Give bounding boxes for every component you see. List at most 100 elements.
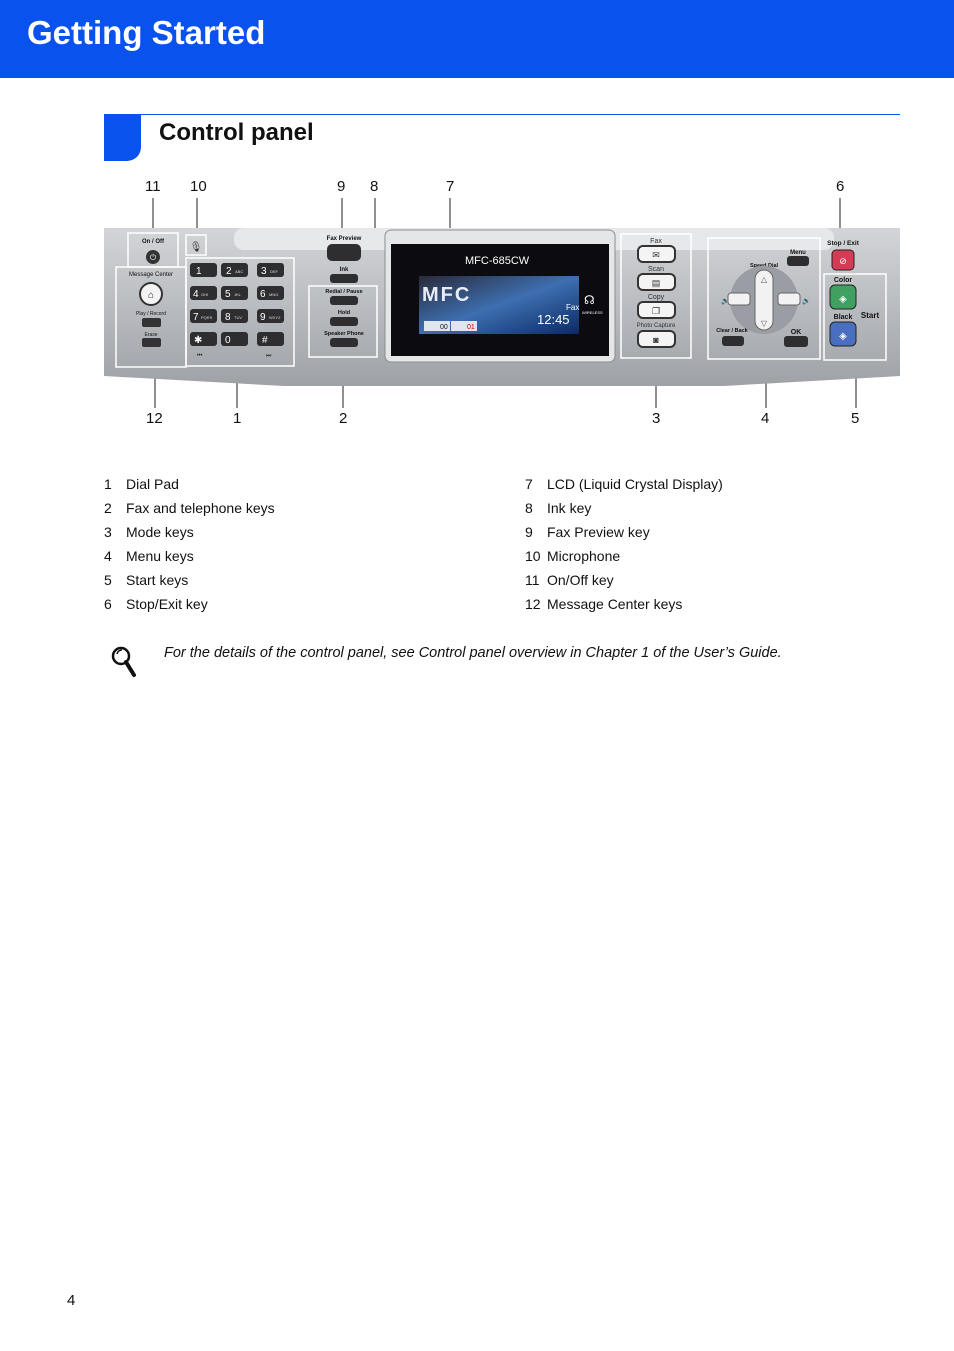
dial-key-3[interactable]	[257, 263, 284, 277]
dial-key-6[interactable]	[257, 286, 284, 300]
legend-item: 10 Microphone	[525, 544, 723, 568]
nav-up-down-key[interactable]	[754, 269, 774, 331]
speaker-phone-label: Speaker Phone	[324, 331, 364, 337]
dial-key-2[interactable]	[221, 263, 248, 277]
message-key-1[interactable]	[142, 318, 161, 327]
wireless-icon: ☊	[584, 293, 595, 307]
erase-label: Erase	[144, 332, 157, 338]
nav-left-key[interactable]	[727, 292, 751, 306]
on-off-label: On / Off	[142, 239, 165, 245]
scan-mode-button[interactable]	[637, 273, 676, 291]
dial-key-4[interactable]	[190, 286, 217, 300]
lcd-counter-2-box	[451, 321, 477, 331]
stop-exit-label: Stop / Exit	[827, 240, 860, 247]
dial-pad-frame	[185, 257, 295, 367]
dial-key-digit: 5	[225, 289, 231, 300]
color-start-icon: ◈	[839, 294, 847, 305]
copy-mode-button[interactable]	[637, 301, 676, 319]
legend-label: Fax Preview key	[547, 524, 650, 540]
callout-6: 6	[836, 178, 845, 195]
lcd-wireless: WIRELESS	[582, 310, 603, 315]
callout-2: 2	[339, 410, 348, 427]
menu-button[interactable]	[787, 256, 809, 266]
start-keys-frame	[823, 273, 887, 361]
dial-key-5[interactable]	[221, 286, 248, 300]
legend-label: Ink key	[547, 500, 592, 516]
legend-number: 9	[525, 524, 533, 540]
ok-button[interactable]	[784, 336, 808, 347]
rewind-icon: ⏮	[197, 353, 203, 359]
callout-9: 9	[337, 178, 346, 195]
dial-key-letters: DEF	[270, 269, 279, 274]
legend-number: 6	[104, 596, 112, 612]
page-number: 4	[67, 1292, 76, 1309]
dial-key-digit: ✱	[194, 335, 202, 346]
dial-key-digit: 7	[193, 312, 199, 323]
dial-key-digit: #	[262, 335, 268, 346]
callout-8: 8	[370, 178, 379, 195]
mode-keys-frame	[620, 233, 692, 359]
legend-number: 10	[525, 548, 541, 564]
speed-dial-label: Speed Dial	[750, 263, 779, 269]
dial-key-9[interactable]	[257, 309, 284, 323]
dial-key-hash[interactable]	[257, 332, 284, 346]
black-start-button[interactable]	[829, 321, 857, 347]
section-title: Control panel	[159, 119, 314, 146]
dial-key-letters: GHI	[201, 292, 208, 297]
lcd-brand: MFC	[422, 284, 471, 306]
color-start-button[interactable]	[829, 284, 857, 310]
microphone-icon: 🎙	[190, 241, 203, 253]
dial-key-8[interactable]	[221, 309, 248, 323]
mode-photo-label: Photo Capture	[637, 323, 676, 329]
lcd-fax-label: Fax	[566, 303, 579, 312]
dial-key-letters: ABC	[235, 269, 243, 274]
speaker-phone-button[interactable]	[330, 338, 358, 347]
legend-item: 9 Fax Preview key	[525, 520, 723, 544]
clear-back-button[interactable]	[722, 336, 744, 346]
callout-7: 7	[446, 178, 455, 195]
up-arrow-icon: △	[761, 275, 768, 284]
fax-preview-button[interactable]	[327, 244, 361, 261]
fax-icon: ✉	[652, 250, 660, 260]
dial-key-digit: 9	[260, 312, 266, 323]
callout-11: 11	[145, 178, 161, 195]
legend-label: Stop/Exit key	[126, 596, 208, 612]
lcd-counter-1-box	[424, 321, 450, 331]
hold-button[interactable]	[330, 317, 358, 326]
fax-mode-button[interactable]	[637, 245, 676, 263]
header-title: Getting Started	[27, 14, 266, 51]
lcd-counter-1: 00	[440, 324, 448, 331]
page-header: Getting Started	[0, 0, 954, 78]
ink-button[interactable]	[330, 274, 358, 283]
dial-key-7[interactable]	[190, 309, 217, 323]
mode-copy-label: Copy	[648, 294, 665, 301]
copy-icon: ❐	[652, 306, 660, 316]
callout-3: 3	[652, 410, 661, 427]
play-record-label: Play / Record	[136, 311, 166, 317]
play-record-button[interactable]	[139, 282, 163, 306]
dial-key-star[interactable]	[190, 332, 217, 346]
callout-1: 1	[233, 410, 242, 427]
section-rule	[104, 114, 900, 115]
on-off-button[interactable]	[146, 250, 160, 264]
dial-pad: 1 2 ABC 3 DEF 4 GHI 5 JKL 6 MNO 7 PQRS 8…	[190, 263, 284, 359]
erase-button[interactable]	[142, 338, 161, 347]
lcd-clock: 12:45	[537, 312, 570, 327]
ok-label: OK	[791, 329, 802, 336]
legend-number: 2	[104, 500, 112, 516]
dial-key-1[interactable]	[190, 263, 217, 277]
stop-exit-button[interactable]	[831, 249, 855, 271]
redial-pause-button[interactable]	[330, 296, 358, 305]
dial-key-0[interactable]	[221, 332, 248, 346]
fast-forward-icon: ⏭	[266, 353, 272, 359]
legend-label: Microphone	[547, 548, 621, 564]
nav-right-key[interactable]	[777, 292, 801, 306]
photo-capture-button[interactable]	[637, 330, 676, 348]
